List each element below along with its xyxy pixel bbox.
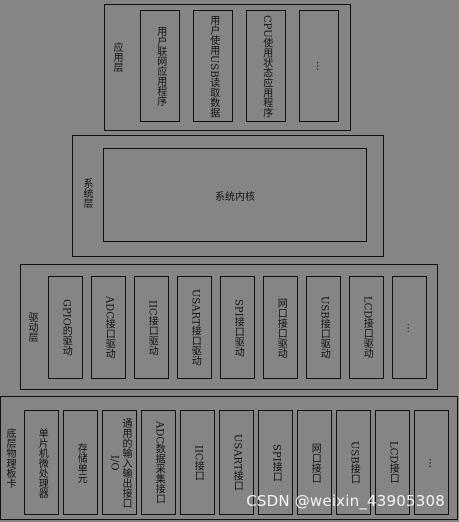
hardware-item-3: 通用的输入输出接口I/O [102, 410, 137, 515]
driver-item-1-label: GPIO的驱动 [60, 299, 72, 356]
driver-item-7-label: USB接口驱动 [318, 296, 330, 359]
driver-item-2: ADC接口驱动 [91, 276, 126, 379]
hardware-item-10-label: LCD接口 [387, 441, 399, 484]
system-kernel-box: 系统内核 [103, 148, 367, 242]
driver-item-4-label: USART接口驱动 [189, 289, 201, 366]
app-item-2-label: 用户使用USB读取数据 [207, 14, 219, 118]
hardware-item-6-label: USART接口 [231, 434, 243, 491]
app-item-4-label: … [313, 61, 325, 71]
hardware-layer-label: 底层物理板卡 [4, 428, 15, 488]
hardware-item-7-label: SPI接口 [270, 443, 282, 482]
system-layer-label: 系统层 [81, 178, 92, 208]
driver-item-6: 网口接口驱动 [263, 276, 298, 379]
driver-item-8-label: LCD接口驱动 [361, 296, 373, 359]
driver-item-3: IIC接口驱动 [134, 276, 169, 379]
driver-item-2-label: ADC接口驱动 [103, 296, 115, 359]
app-item-3-label: CPU使用状态应用程序 [260, 14, 272, 118]
hardware-item-9: USB接口 [336, 410, 371, 515]
hardware-item-2: 存储单元 [63, 410, 98, 515]
hardware-item-11: … [414, 410, 449, 515]
driver-item-4: USART接口驱动 [177, 276, 212, 379]
driver-item-5: SPI接口驱动 [220, 276, 255, 379]
hardware-item-5-label: IIC接口 [192, 444, 204, 481]
app-item-3: CPU使用状态应用程序 [246, 10, 286, 122]
hardware-item-9-label: USB接口 [348, 441, 360, 484]
hardware-item-8-label: 网口接口 [309, 442, 321, 483]
hardware-item-2-label: 存储单元 [75, 442, 87, 483]
system-kernel-label: 系统内核 [215, 191, 255, 203]
hardware-item-4: ADC数据采集接口 [141, 410, 176, 515]
driver-item-1: GPIO的驱动 [48, 276, 83, 379]
driver-layer-frame [20, 264, 438, 390]
hardware-layer-frame [0, 396, 458, 520]
app-item-1: 用户联网应用程序 [140, 10, 180, 122]
hardware-item-7: SPI接口 [258, 410, 293, 515]
app-layer-label: 应用层 [111, 42, 122, 72]
driver-item-8: LCD接口驱动 [349, 276, 384, 379]
driver-item-5-label: SPI接口驱动 [232, 298, 244, 357]
app-layer-frame [104, 4, 351, 131]
app-item-4: … [299, 10, 339, 122]
watermark-text: CSDN @weixin_43905308 [246, 492, 445, 510]
driver-item-6-label: 网口接口驱动 [275, 297, 287, 358]
system-layer-frame [72, 135, 384, 257]
driver-layer-label: 驱动层 [26, 312, 37, 342]
hardware-item-11-label: … [426, 457, 438, 468]
driver-item-9-label: … [404, 322, 416, 333]
hardware-item-10: LCD接口 [375, 410, 410, 515]
hardware-item-3-label: 通用的输入输出接口I/O [108, 417, 132, 508]
hardware-item-4-label: ADC数据采集接口 [153, 421, 165, 504]
hardware-item-6: USART接口 [219, 410, 254, 515]
app-item-2: 用户使用USB读取数据 [193, 10, 233, 122]
hardware-item-8: 网口接口 [297, 410, 332, 515]
driver-item-3-label: IIC接口驱动 [146, 299, 158, 356]
hardware-item-1: 单片机微处理器 [24, 410, 59, 515]
driver-item-7: USB接口驱动 [306, 276, 341, 379]
driver-item-9: … [392, 276, 427, 379]
hardware-item-5: IIC接口 [180, 410, 215, 515]
hardware-item-1-label: 单片机微处理器 [36, 427, 48, 498]
app-item-1-label: 用户联网应用程序 [154, 26, 166, 106]
